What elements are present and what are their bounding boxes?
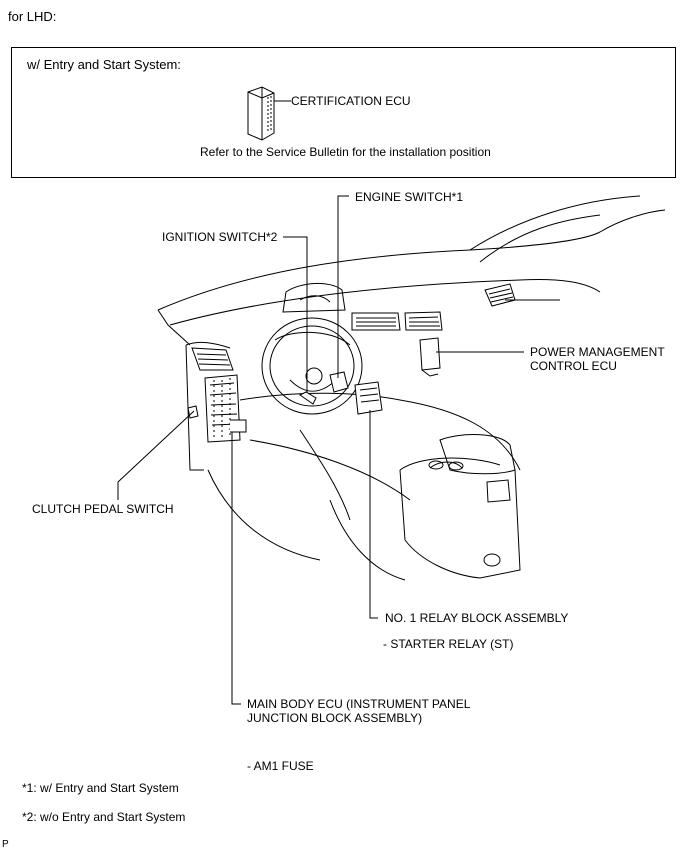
certification-ecu-icon bbox=[247, 86, 291, 141]
main-body-ecu-leader bbox=[231, 432, 241, 705]
inset-box bbox=[11, 47, 676, 178]
power-mgmt-label-line1: POWER MANAGEMENT bbox=[530, 345, 665, 359]
clutch-pedal-leader bbox=[117, 410, 195, 500]
relay-block-label: NO. 1 RELAY BLOCK ASSEMBLY bbox=[385, 611, 569, 625]
page-title: for LHD: bbox=[8, 9, 57, 24]
power-mgmt-label-line2: CONTROL ECU bbox=[530, 359, 617, 373]
ignition-switch-leader bbox=[283, 236, 308, 393]
certification-ecu-label: CERTIFICATION ECU bbox=[291, 94, 411, 108]
corner-mark: P bbox=[2, 839, 9, 850]
inset-heading: w/ Entry and Start System: bbox=[27, 57, 181, 72]
inset-note: Refer to the Service Bulletin for the in… bbox=[200, 145, 491, 159]
clutch-pedal-switch-label: CLUTCH PEDAL SWITCH bbox=[32, 502, 174, 516]
main-body-ecu-label-line2: JUNCTION BLOCK ASSEMBLY) bbox=[247, 711, 423, 725]
footnote-1: *1: w/ Entry and Start System bbox=[22, 781, 179, 795]
footnote-2: *2: w/o Entry and Start System bbox=[22, 810, 186, 824]
engine-switch-label: ENGINE SWITCH*1 bbox=[355, 190, 464, 204]
main-body-ecu-label-line1: MAIN BODY ECU (INSTRUMENT PANEL bbox=[247, 697, 471, 711]
engine-switch-leader bbox=[337, 195, 349, 378]
relay-block-leader bbox=[369, 410, 378, 619]
am1-fuse-label: - AM1 FUSE bbox=[247, 759, 314, 773]
starter-relay-label: - STARTER RELAY (ST) bbox=[383, 637, 514, 651]
ignition-switch-label: IGNITION SWITCH*2 bbox=[162, 230, 278, 244]
